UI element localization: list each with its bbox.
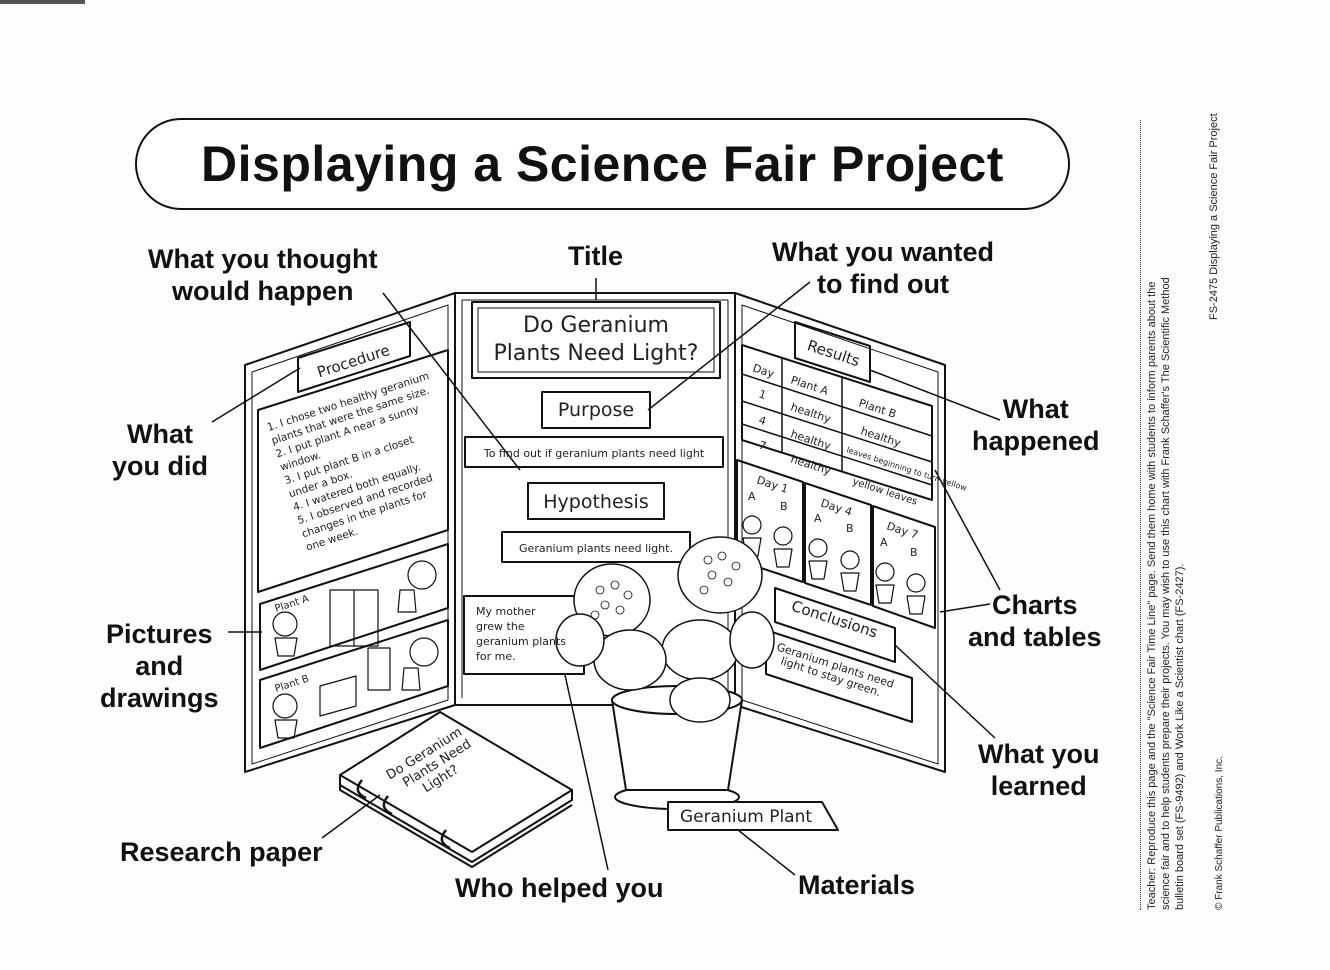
label-line: you did xyxy=(112,451,208,481)
scan-edge-mark xyxy=(0,0,85,4)
procedure-heading-box xyxy=(297,321,411,393)
label-what-you-wanted: What you wanted to find out xyxy=(772,236,994,300)
purpose-text: To find out if geranium plants need ligh… xyxy=(483,447,705,460)
label-materials: Materials xyxy=(798,870,916,900)
project-title-line-2: Plants Need Light? xyxy=(494,341,699,366)
helper-note-line: geranium plants xyxy=(476,635,566,648)
label-charts-and-tables: Charts and tables xyxy=(968,589,1102,653)
label-title: Title xyxy=(568,241,624,271)
label-line: and tables xyxy=(968,622,1102,652)
research-paper-drawing xyxy=(339,711,573,868)
page-title: Displaying a Science Fair Project xyxy=(201,136,1004,192)
helper-note-line: grew the xyxy=(476,620,525,633)
day-panel-b: B xyxy=(780,500,788,513)
label-what-you-thought: What you thought would happen xyxy=(148,243,377,307)
label-pictures-and-drawings: Pictures and drawings xyxy=(100,618,219,714)
teacher-note-line: bulletin board set (FS-9492) and Work Li… xyxy=(1174,563,1186,910)
results-cell: 1 xyxy=(757,387,768,402)
purpose-box xyxy=(541,391,651,429)
label-what-happened: What happened xyxy=(972,393,1100,457)
helper-note: My mother grew the geranium plants for m… xyxy=(476,605,566,663)
dotted-rule xyxy=(1140,120,1141,910)
label-what-you-did: What you did xyxy=(112,418,208,482)
label-line: to find out xyxy=(817,269,949,299)
geranium-pot-drawing xyxy=(555,536,775,810)
label-line: Charts xyxy=(992,590,1078,620)
procedure-box xyxy=(257,349,449,593)
label-what-you-learned: What you learned xyxy=(978,738,1100,802)
day-7-panel xyxy=(872,505,936,629)
results-table xyxy=(741,344,933,501)
procedure-drawings xyxy=(272,560,439,739)
teacher-note-line: science fair and to help students prepar… xyxy=(1160,277,1172,910)
day-panel-a: A xyxy=(880,536,888,549)
purpose-heading: Purpose xyxy=(558,399,634,421)
label-leader-lines xyxy=(211,278,1001,876)
label-line: and xyxy=(135,651,184,681)
day-plant-drawings xyxy=(742,515,926,615)
hypothesis-text: Geranium plants need light. xyxy=(519,542,673,555)
plant-a-drawing-box xyxy=(259,543,449,671)
project-title-line-1: Do Geranium xyxy=(523,313,669,338)
helper-note-line: My mother xyxy=(476,605,536,618)
day-panel-b: B xyxy=(910,546,918,559)
label-line: What you xyxy=(978,739,1100,769)
label-who-helped-you: Who helped you xyxy=(455,873,664,903)
label-line: What you wanted xyxy=(772,237,994,267)
label-line: What xyxy=(127,419,193,449)
label-line: What xyxy=(1002,394,1069,424)
helper-note-line: for me. xyxy=(476,650,516,663)
plant-b-drawing-box xyxy=(259,619,449,749)
teacher-note-line: Teacher: Reproduce this page and the "Sc… xyxy=(1146,281,1158,910)
conclusions-heading-box xyxy=(774,587,896,663)
day-panel-b: B xyxy=(846,522,854,535)
purpose-text-box xyxy=(464,436,724,468)
label-line: would happen xyxy=(171,276,354,306)
project-title-box xyxy=(471,301,721,379)
copyright: © Frank Schaffer Publications, Inc. xyxy=(1214,756,1225,910)
plant-tag-box xyxy=(667,801,839,831)
hypothesis-heading: Hypothesis xyxy=(543,491,648,513)
hypothesis-text-box xyxy=(501,531,691,563)
day-1-panel xyxy=(736,459,804,583)
label-line: happened xyxy=(972,426,1100,456)
day-panel-a: A xyxy=(814,512,822,525)
page-title-banner: Displaying a Science Fair Project xyxy=(135,118,1070,210)
label-line: What you thought xyxy=(148,244,378,274)
product-code: FS-2475 Displaying a Science Fair Projec… xyxy=(1208,113,1220,320)
label-line: learned xyxy=(990,771,1087,801)
label-line: Pictures xyxy=(105,619,213,649)
label-research-paper: Research paper xyxy=(120,837,323,867)
day-4-panel xyxy=(804,482,872,606)
results-cell: 7 xyxy=(757,438,768,453)
results-cell: 4 xyxy=(757,413,768,428)
day-panel-a: A xyxy=(748,490,756,503)
hypothesis-box xyxy=(527,482,665,520)
label-line: drawings xyxy=(100,683,219,713)
plant-tag-text: Geranium Plant xyxy=(680,807,812,827)
results-heading-box xyxy=(794,321,871,383)
